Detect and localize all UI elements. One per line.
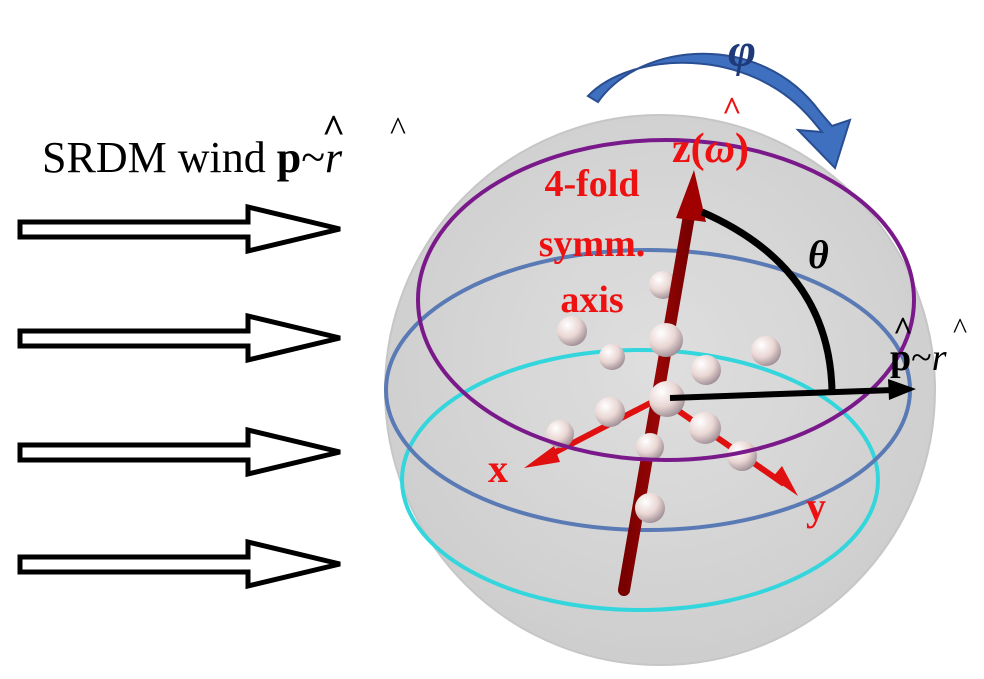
symmetry-axis-label: 4-fold symm. axis <box>539 163 646 321</box>
atom <box>727 441 757 471</box>
atom <box>649 323 683 357</box>
molecule-front <box>546 381 757 523</box>
wind-arrow-2 <box>17 312 341 364</box>
wind-p-hat: ^ <box>322 106 345 151</box>
wind-r-hat: ^ <box>390 111 406 148</box>
atom <box>635 493 665 523</box>
wind-arrow-4 <box>17 538 341 590</box>
symmetry-line-3: axis <box>560 279 623 321</box>
wind-p-symbol: p <box>277 133 301 182</box>
wind-r-symbol: r <box>325 133 343 182</box>
symmetry-line-1: 4-fold <box>545 163 640 205</box>
atom <box>751 336 781 366</box>
theta-arc <box>700 208 836 393</box>
atom <box>649 381 685 417</box>
r-right-symbol: r <box>932 337 947 379</box>
z-axis-label-text: z( <box>672 126 705 172</box>
atom <box>689 412 721 444</box>
atom <box>691 355 721 385</box>
symmetry-line-2: symm. <box>539 223 646 265</box>
atom <box>595 397 625 427</box>
molecule-back <box>557 271 781 385</box>
omega-symbol: ω <box>705 126 735 172</box>
theta-label: θ <box>808 232 829 277</box>
y-axis-label: y <box>806 484 826 529</box>
p-right-hat: ^ <box>893 311 913 348</box>
cyan-ring <box>400 348 880 612</box>
atom <box>636 433 664 461</box>
svg-text:p~r: p~r <box>890 337 947 379</box>
p-right-symbol: p <box>890 337 911 379</box>
x-axis-label: x <box>488 446 508 491</box>
z-axis-label-close: ) <box>735 126 749 172</box>
wind-label-text: SRDM wind <box>42 133 277 182</box>
phi-label: φ <box>728 24 756 77</box>
p-right-tilde: ~ <box>911 337 932 379</box>
atom <box>557 316 587 346</box>
purple-ring <box>416 138 916 462</box>
rotation-arrow <box>586 52 852 170</box>
wind-label: SRDM wind p~r ^ ^ <box>42 106 406 182</box>
wind-arrow-3 <box>17 426 341 478</box>
svg-text:SRDM wind p~r: SRDM wind p~r <box>42 133 343 182</box>
r-right-hat: ^ <box>953 312 967 345</box>
p-direction-label: p~r ^ ^ <box>890 311 967 379</box>
atom <box>599 344 625 370</box>
z-axis-label: z(ω) <box>672 126 749 172</box>
p-direction-arrow <box>669 379 916 401</box>
wind-arrows <box>17 203 341 590</box>
y-axis-arrow <box>658 395 798 496</box>
svg-text:z(ω): z(ω) <box>672 126 749 172</box>
wind-arrow-1 <box>17 203 341 255</box>
wind-tilde: ~ <box>301 133 325 182</box>
omega-hat: ^ <box>722 91 742 128</box>
